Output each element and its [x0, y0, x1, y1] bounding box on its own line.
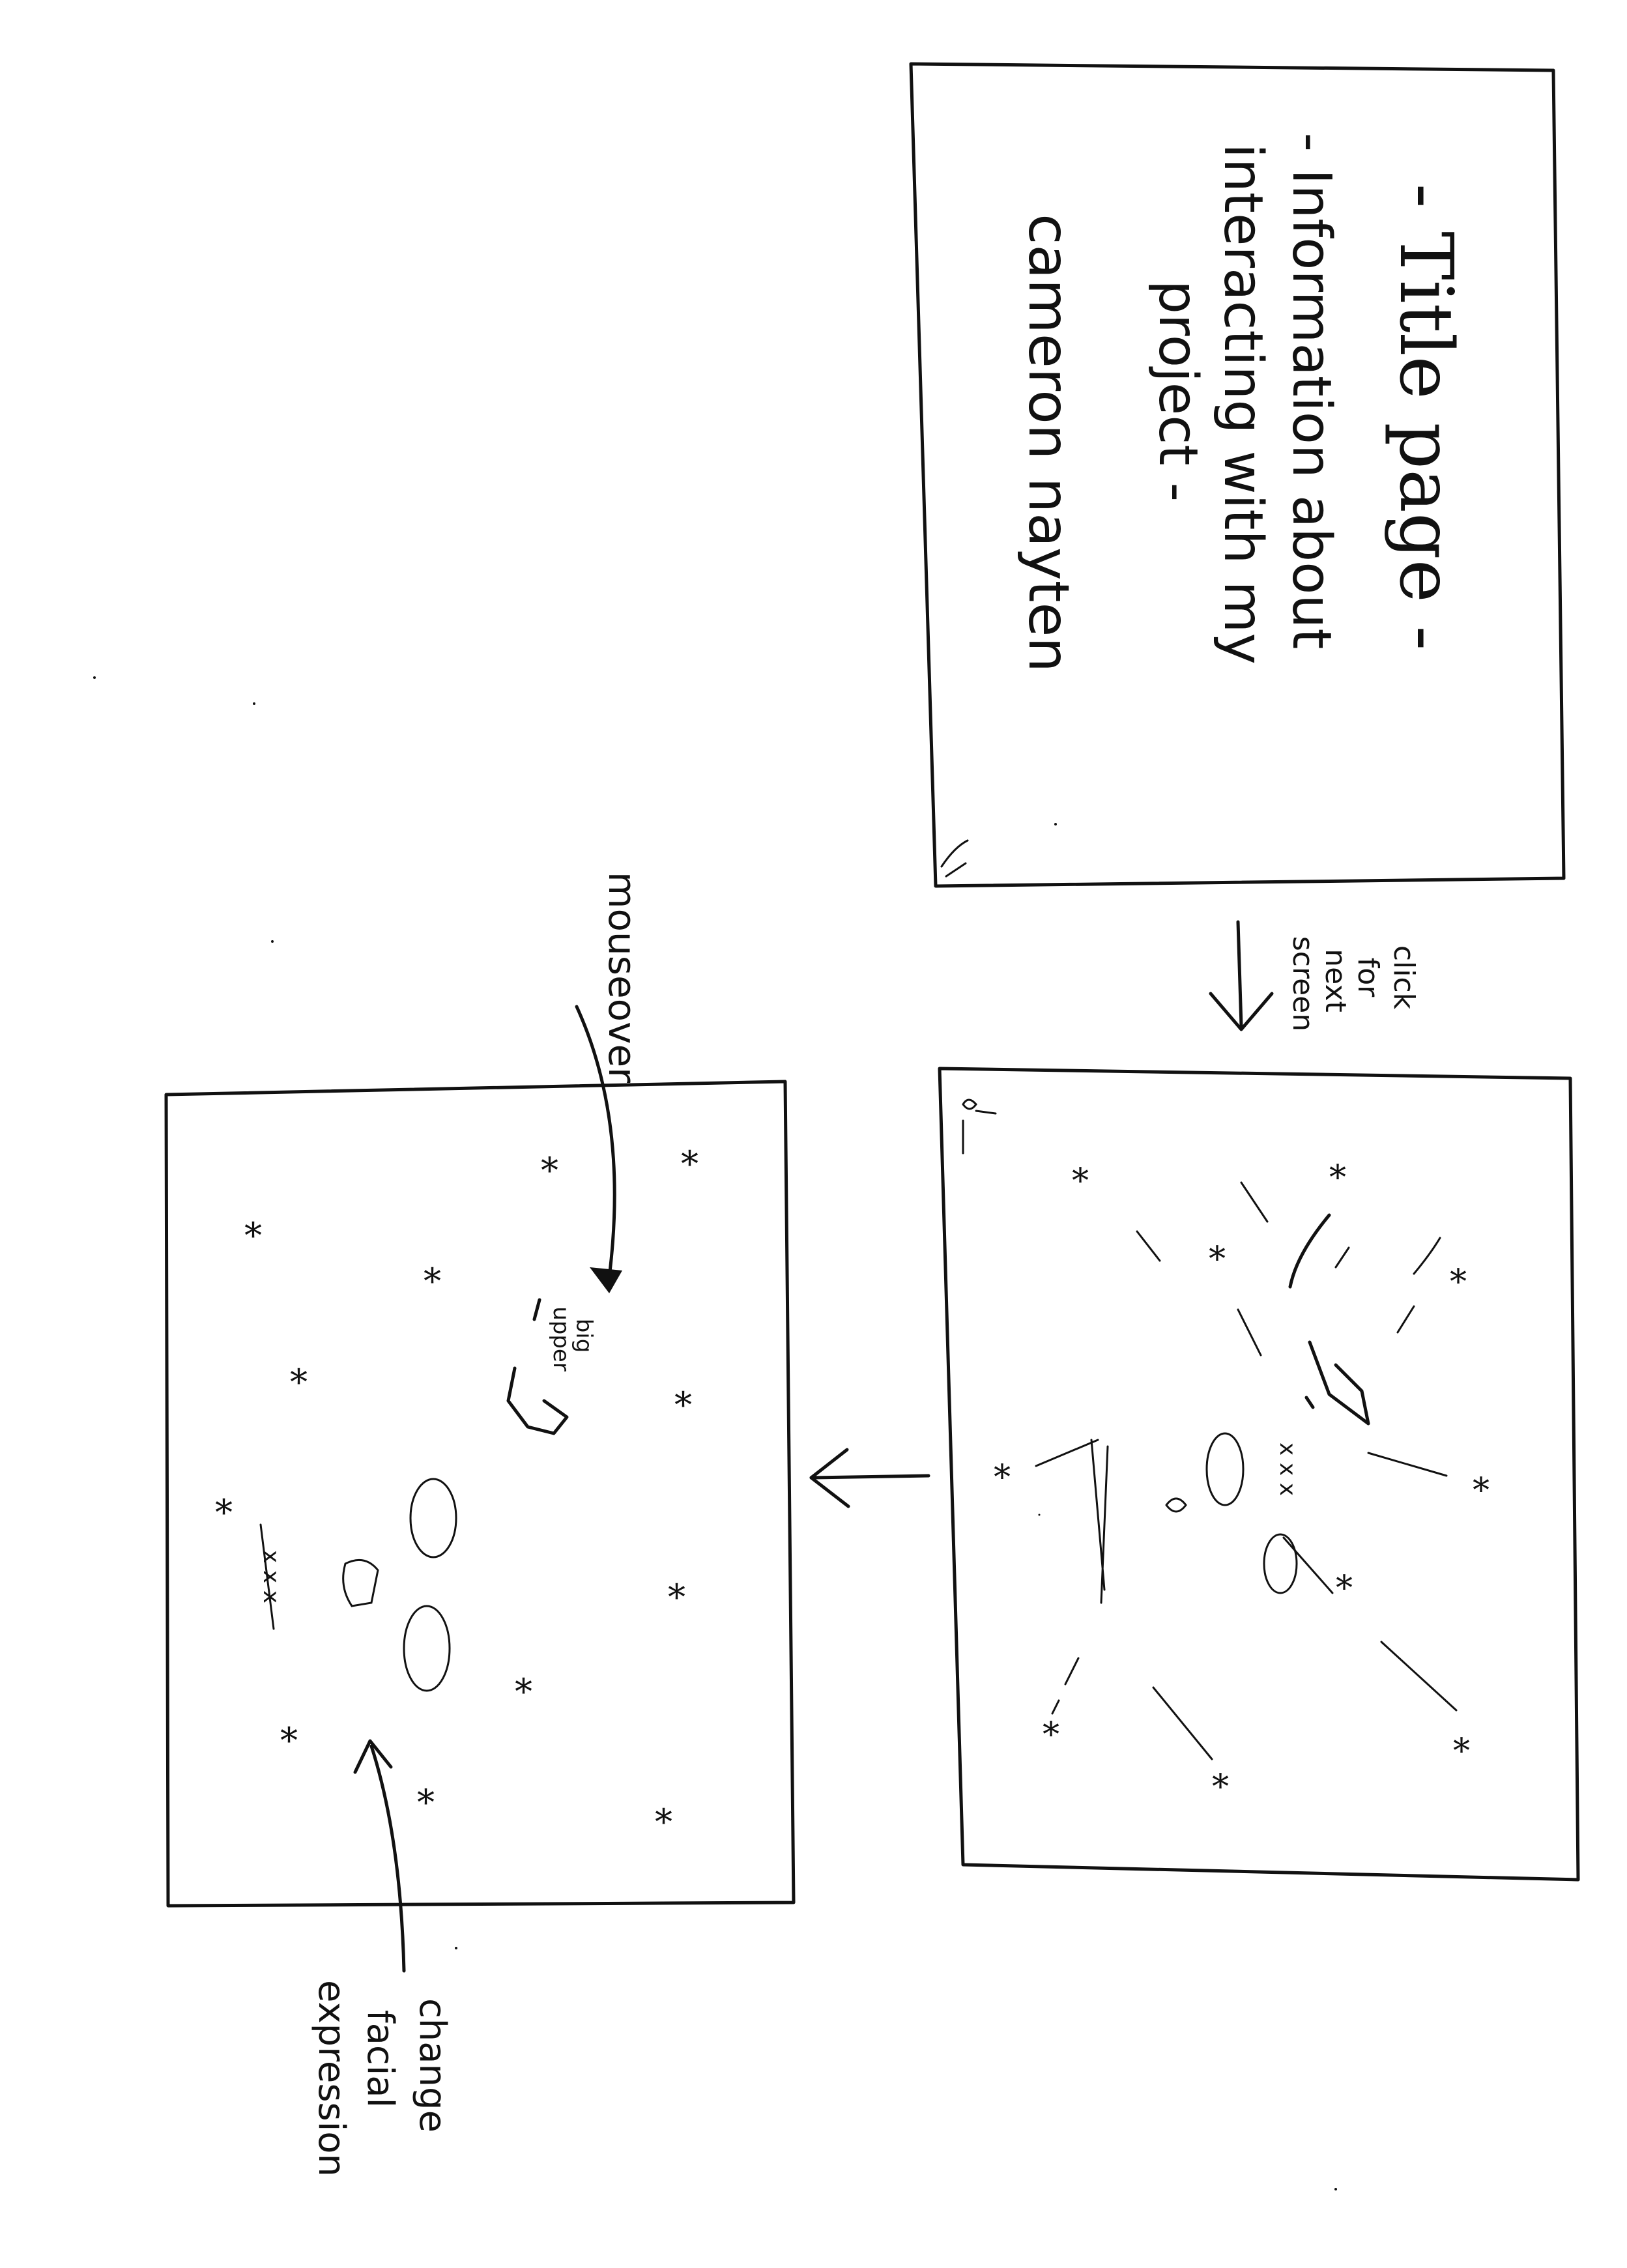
- hover-frame-border: [164, 1080, 796, 1908]
- title-frame-border: [909, 62, 1566, 888]
- hover-star: *: [515, 1671, 532, 1712]
- expression-line-1: change: [411, 1998, 454, 2132]
- mouseover-label: mouseover: [600, 872, 644, 1083]
- big-upper-shape: [506, 1298, 569, 1435]
- paper-specks: [93, 676, 1337, 2190]
- scene-star: *: [1453, 1732, 1470, 1771]
- scene-star: *: [1043, 1715, 1059, 1755]
- hover-star: *: [290, 1362, 308, 1403]
- hover-star: *: [424, 1261, 441, 1302]
- info-line-1: - Information about: [1280, 133, 1342, 650]
- hover-star: *: [280, 1720, 298, 1761]
- scene-frame-border: [938, 1067, 1580, 1882]
- mouseover-arrow: [575, 1005, 616, 1279]
- expression-arrowhead: [353, 1739, 393, 1774]
- hover-star: *: [681, 1143, 698, 1184]
- down-arrow-shaft: [1236, 920, 1243, 1028]
- hover-star: *: [541, 1150, 558, 1191]
- big-upper-label-1: big: [571, 1319, 597, 1353]
- down-arrow-head: [1209, 992, 1274, 1031]
- expression-arrow: [369, 1744, 406, 1973]
- scene-corner-mark: [962, 1098, 997, 1155]
- click-note: click for next screen: [1286, 936, 1420, 1031]
- scene-streaks: [1035, 1181, 1458, 1760]
- hover-star: *: [668, 1577, 685, 1618]
- hover-star: *: [655, 1801, 672, 1843]
- click-line-2: for: [1351, 958, 1385, 998]
- left-arrow-head: [809, 1448, 850, 1508]
- info-line-1-group: - Information about: [1280, 133, 1342, 650]
- info-line-2-group: interacting with my: [1212, 143, 1274, 665]
- scene-star: *: [1209, 1240, 1226, 1279]
- scene-star: *: [1336, 1569, 1353, 1608]
- hover-frame: * * * * * * * * * * * * big upper: [164, 1080, 796, 1908]
- author-name: cameron nayten: [1016, 214, 1081, 672]
- scene-star: *: [1329, 1158, 1346, 1198]
- scene-star: *: [1212, 1768, 1229, 1807]
- mouseover-annotation: mouseover: [575, 872, 644, 1293]
- title-frame-corner-scribble: [940, 839, 969, 878]
- expression-line-3: expression: [310, 1980, 353, 2177]
- big-upper-label-2: upper: [548, 1306, 574, 1371]
- scene-face-marks: x x x: [1274, 1443, 1301, 1496]
- click-line-1: click: [1387, 945, 1420, 1010]
- hover-star: *: [244, 1215, 262, 1256]
- click-line-4: screen: [1286, 936, 1319, 1031]
- info-line-3-group: project -: [1147, 280, 1209, 502]
- hover-star: *: [417, 1782, 435, 1823]
- expression-line-2: facial: [359, 2010, 401, 2108]
- scene-arc-shape: [1288, 1213, 1370, 1426]
- scene-star: *: [1072, 1162, 1089, 1201]
- author-group: cameron nayten: [1016, 214, 1081, 672]
- hover-stars: * * * * * * * * * * * *: [215, 1143, 698, 1843]
- title-frame: - Title page - - Information about inter…: [909, 62, 1566, 888]
- hover-face-marks: x x x: [258, 1550, 284, 1603]
- scene-star: *: [1473, 1471, 1490, 1510]
- left-arrow-shaft: [809, 1474, 930, 1480]
- scene-stars: * * * * * * * * * *: [994, 1158, 1490, 1807]
- info-line-3: project -: [1147, 280, 1209, 502]
- expression-annotation: change facial expression: [310, 1739, 454, 2177]
- left-arrow: [809, 1448, 930, 1508]
- scene-star: *: [994, 1458, 1011, 1497]
- scene-frame: * * * * * * * * * * x x x: [938, 1067, 1580, 1882]
- down-arrow: [1209, 920, 1274, 1031]
- hover-face-cluster: x x x: [258, 1478, 457, 1692]
- title-text-group: - Title page -: [1383, 184, 1468, 651]
- click-line-3: next: [1319, 949, 1352, 1012]
- info-line-2: interacting with my: [1212, 143, 1274, 665]
- hover-star: *: [215, 1492, 233, 1533]
- mouseover-arrowhead: [590, 1267, 622, 1293]
- title-heading: - Title page -: [1383, 184, 1468, 651]
- scene-face-cluster: x x x: [1090, 1432, 1301, 1604]
- hover-star: *: [674, 1385, 692, 1426]
- scene-star: *: [1450, 1263, 1467, 1302]
